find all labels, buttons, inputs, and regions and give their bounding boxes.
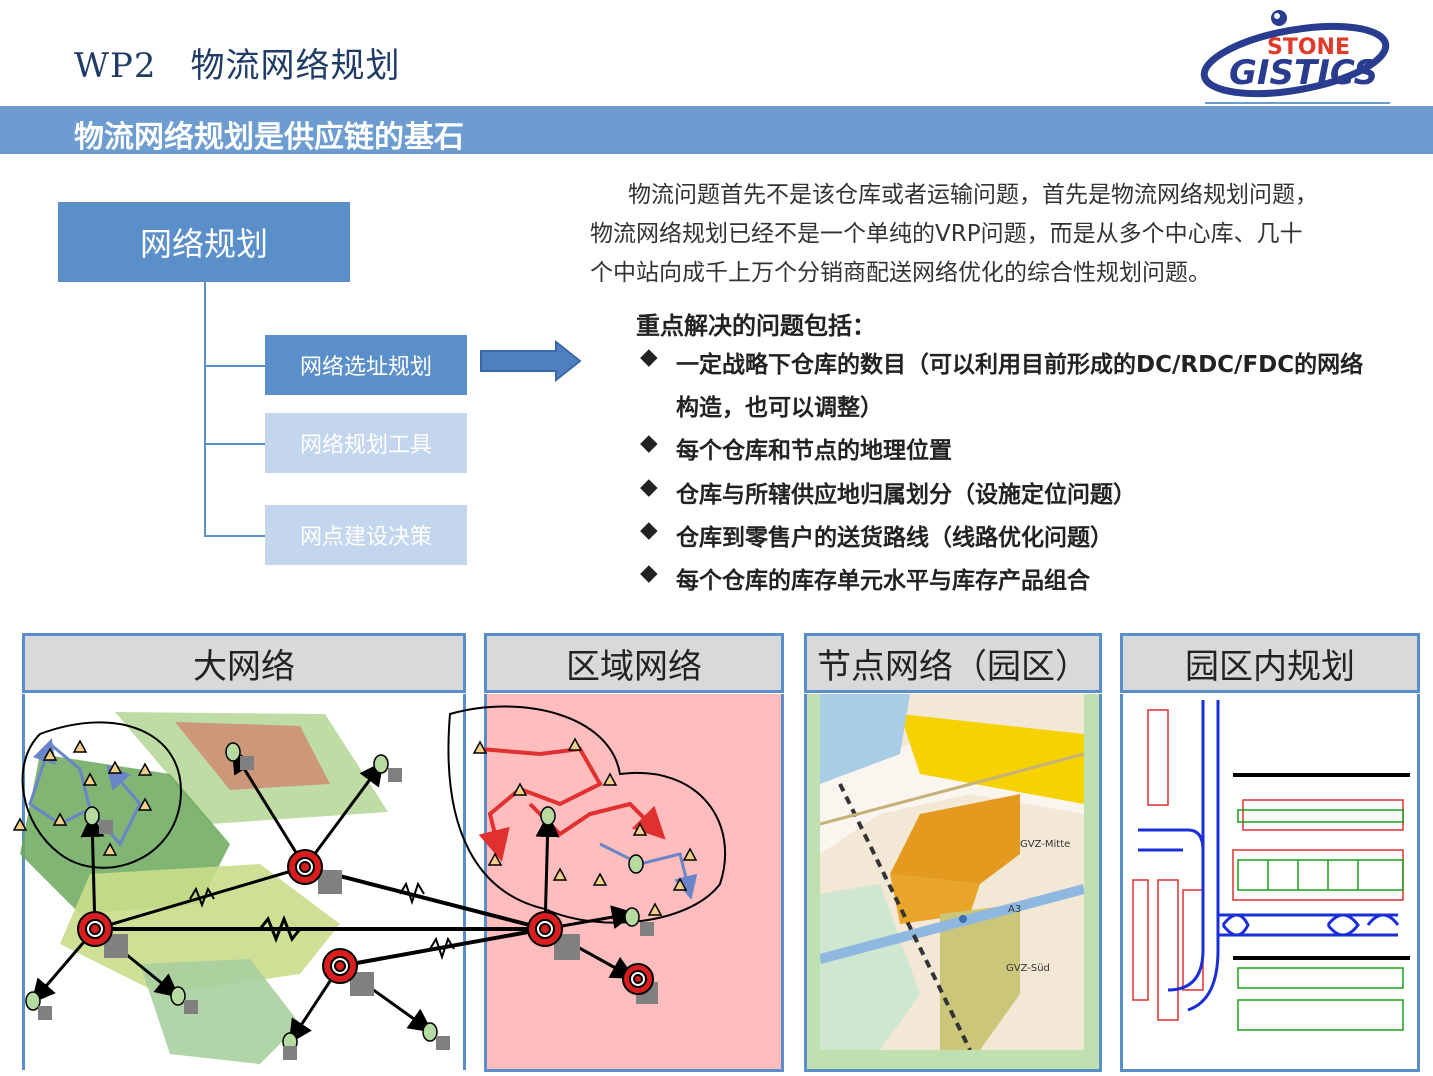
tree-item-site-selection: 网络选址规划 (265, 335, 467, 395)
banner-title: 物流网络规划是供应链的基石 (74, 120, 464, 155)
map-label-a3: A3 (1008, 904, 1021, 915)
tree-root-network-planning: 网络规划 (58, 202, 350, 282)
page-title: WP2 物流网络规划 (74, 38, 400, 87)
tree-branch-1 (204, 365, 265, 367)
site-plan-drawing (1128, 700, 1410, 1052)
tree-item-outlet-decision: 网点建设决策 (265, 505, 467, 565)
park-map: GVZ-Mitte GVZ-Süd A3 (820, 694, 1084, 1050)
issue-item-4: ◆ 仓库到零售户的送货路线（线路优化问题） (640, 517, 1366, 560)
panel-header-node-network: 节点网络（园区） (804, 633, 1102, 693)
issue-item-3: ◆ 仓库与所辖供应地归属划分（设施定位问题） (640, 474, 1366, 517)
stonegistics-logo: STONE GISTICS (1200, 10, 1390, 104)
logo-top-text: STONE (1267, 35, 1350, 60)
diamond-bullet-icon: ◆ (640, 430, 658, 456)
panel-header-park-planning: 园区内规划 (1120, 633, 1420, 693)
issue-item-1: ◆ 一定战略下仓库的数目（可以利用目前形成的DC/RDC/FDC的网络构造，也可… (640, 344, 1366, 430)
issues-heading: 重点解决的问题包括： (636, 312, 876, 340)
network-illustration (12, 705, 726, 1064)
tree-item-planning-tools: 网络规划工具 (265, 413, 467, 473)
panel-header-big-network: 大网络 (22, 633, 466, 693)
section-title: 物流网络规划 (190, 46, 401, 86)
diamond-bullet-icon: ◆ (640, 474, 658, 500)
tree-vertical-line (204, 282, 206, 536)
panel-1-left-border (22, 694, 25, 1070)
regional-network-area (484, 694, 784, 1072)
diamond-bullet-icon: ◆ (640, 344, 658, 370)
diamond-bullet-icon: ◆ (640, 517, 658, 543)
map-label-gvz-sud: GVZ-Süd (1006, 963, 1050, 974)
intro-line-2: 物流网络规划已经不是一个单纯的VRP问题，而是从多个中心库、几十 (590, 221, 1303, 247)
section-banner (0, 106, 1433, 154)
panel-1-right-border (463, 694, 466, 1070)
intro-line-1: 物流问题首先不是该仓库或者运输问题，首先是物流网络规划问题， (628, 182, 1318, 208)
issue-item-2: ◆ 每个仓库和节点的地理位置 (640, 430, 1366, 473)
intro-line-3: 个中站向成千上万个分销商配送网络优化的综合性规划问题。 (590, 260, 1211, 286)
map-label-gvz-mitte: GVZ-Mitte (1020, 839, 1070, 850)
tree-branch-3 (204, 535, 265, 537)
panel-header-regional-network: 区域网络 (484, 633, 784, 693)
tree-branch-2 (204, 443, 265, 445)
logo-bottom-text: GISTICS (1229, 53, 1378, 93)
section-code: WP2 (74, 46, 157, 86)
diamond-bullet-icon: ◆ (640, 560, 658, 586)
intro-paragraph: 物流问题首先不是该仓库或者运输问题，首先是物流网络规划问题， 物流网络规划已经不… (590, 176, 1400, 293)
issue-item-5: ◆ 每个仓库的库存单元水平与库存产品组合 (640, 560, 1366, 603)
right-arrow-icon (480, 340, 582, 382)
